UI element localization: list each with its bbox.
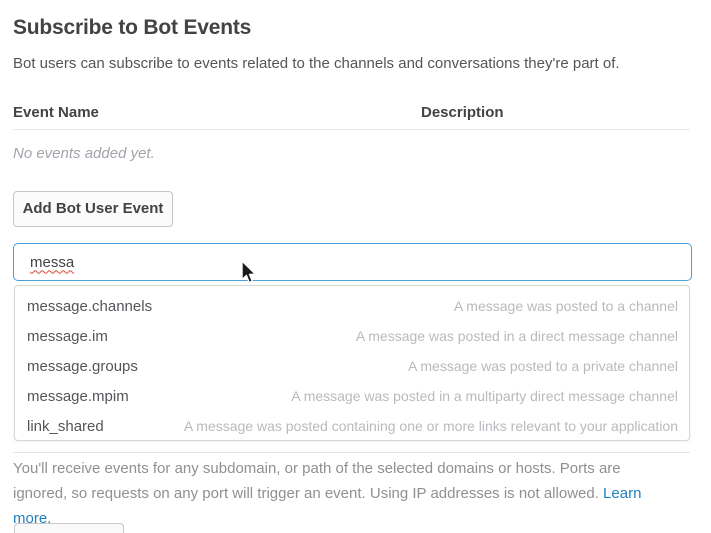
partial-bottom-button[interactable] [14,523,124,533]
event-suggestion-name: message.channels [27,297,153,315]
learn-more-link[interactable]: Learn more. [13,485,642,527]
event-suggestion-name: message.im [27,327,108,345]
event-suggestion-name: message.mpim [27,387,129,405]
page-title: Subscribe to Bot Events [13,16,252,39]
event-search-value: messa [30,253,75,271]
event-search-input[interactable]: messa [13,243,692,281]
event-suggestion-item[interactable]: message.channels A message was posted to… [15,291,689,321]
event-suggestion-description: A message was posted in a direct message… [355,328,678,344]
event-suggestions-dropdown: message.channels A message was posted to… [14,285,690,441]
column-header-event-name: Event Name [13,104,99,121]
section-divider [13,452,690,453]
add-bot-user-event-button[interactable]: Add Bot User Event [13,191,173,227]
empty-events-message: No events added yet. [13,145,155,162]
domains-note-text: You'll receive events for any subdomain,… [13,460,621,502]
table-header-divider [13,129,690,130]
event-suggestion-item[interactable]: message.groups A message was posted to a… [15,351,689,381]
event-suggestion-item[interactable]: message.im A message was posted in a dir… [15,321,689,351]
domains-note: You'll receive events for any subdomain,… [13,456,675,531]
event-suggestion-description: A message was posted to a channel [453,298,678,314]
event-suggestion-item[interactable]: message.mpim A message was posted in a m… [15,381,689,411]
event-suggestion-description: A message was posted containing one or m… [183,418,678,434]
event-suggestion-description: A message was posted to a private channe… [407,358,678,374]
page-subtitle: Bot users can subscribe to events relate… [13,55,620,72]
column-header-description: Description [421,104,504,121]
event-suggestion-item[interactable]: link_shared A message was posted contain… [15,411,689,440]
event-suggestion-name: message.groups [27,357,138,375]
event-suggestion-description: A message was posted in a multiparty dir… [291,388,678,404]
event-suggestion-name: link_shared [27,417,104,435]
